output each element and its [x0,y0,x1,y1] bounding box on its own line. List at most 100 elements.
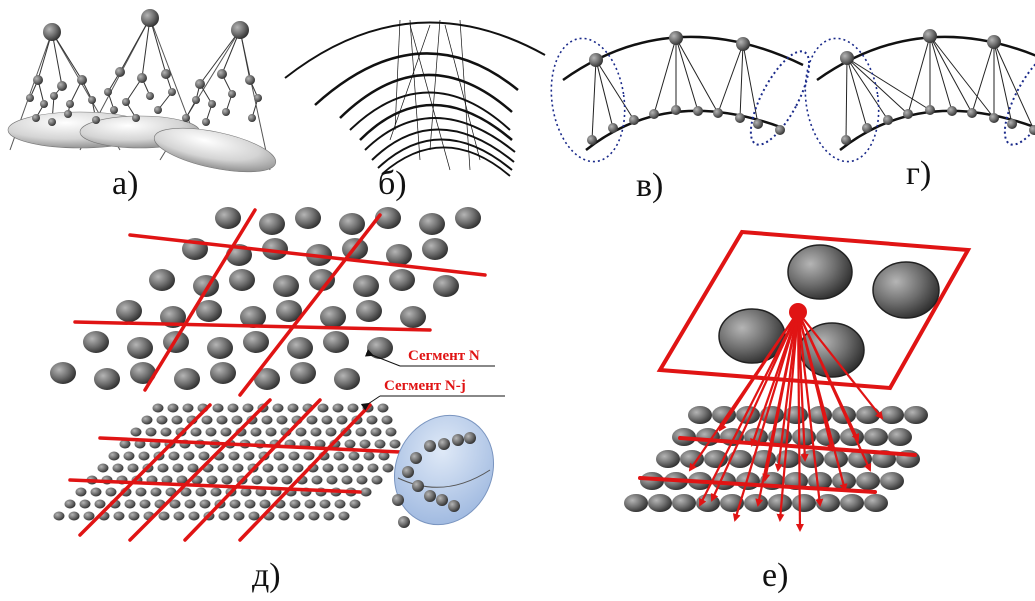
low-node [122,98,130,106]
projection-arrow [796,311,835,452]
lower-cell [348,451,360,461]
panel-d-grid-segments: Сегмент N Сегмент N-j д) [50,207,505,594]
lower-cell [190,427,202,437]
panel-b-arcs: б) [284,19,546,202]
lower-cell [182,403,194,413]
upper-cell [799,322,865,378]
bottom-node [925,105,935,115]
mid-node [57,81,67,91]
upper-cell [339,213,365,235]
lower-cell [184,499,196,509]
lower-cell [776,450,800,468]
lower-cell [363,451,375,461]
mid-node [115,67,125,77]
lower-cell [169,499,181,509]
lower-cell [856,406,880,424]
source-point [789,303,807,321]
low-node [192,96,200,104]
lower-cell [160,427,172,437]
layer-arc [377,138,513,171]
chain-node [392,494,404,506]
lower-cell [326,475,338,485]
lower-cell [344,439,356,449]
link-line [993,41,1035,131]
link-line [394,19,401,131]
top-node [669,31,683,45]
lower-cell [656,450,680,468]
upper-cell [287,337,313,359]
projection-arrow [797,311,884,420]
lower-cell [227,403,239,413]
lower-cell [167,403,179,413]
lower-cell [864,494,888,512]
upper-cell [356,300,382,322]
upper-cell [83,331,109,353]
bottom-node [608,123,618,133]
segment-boundary [238,403,372,542]
lower-cell [768,494,792,512]
segment-outline-left [804,37,880,163]
root-node [43,23,61,41]
bottom-node [713,108,723,118]
lower-cell [323,511,335,521]
lower-cell [317,403,329,413]
chain-node [398,516,410,528]
chain-node [412,480,424,492]
mid-node [77,75,87,85]
lower-cell [134,439,146,449]
lower-cell [244,499,256,509]
upper-cell [334,368,360,390]
low-node [88,96,96,104]
projection-arrow [762,311,800,482]
link-line [444,24,481,161]
projection-arrow [795,311,804,532]
bottom-node [629,115,639,125]
lower-cell [172,463,184,473]
lower-cell [306,415,318,425]
upper-cell [243,331,269,353]
link-line [429,19,441,151]
caption-v: в) [636,167,663,204]
segment-outline-right [1003,50,1035,146]
lower-cell [168,451,180,461]
lower-cell [217,463,229,473]
lower-cell [250,427,262,437]
upper-cell [273,275,299,297]
lower-cell [83,511,95,521]
lower-cell [218,511,230,521]
lower-cell [360,487,372,497]
bottom-node [989,113,999,123]
segment-boundary [143,208,257,392]
chain-node [424,440,436,452]
tree-edge [51,31,63,87]
lower-cell [171,415,183,425]
segment-boundary [68,478,362,494]
lower-cell [808,472,832,490]
upper-cell [196,300,222,322]
chain-node [452,434,464,446]
tree-edge [119,17,151,73]
top-node [923,29,937,43]
lower-cell [198,451,210,461]
segment-boundary [128,233,487,277]
lower-cell [281,475,293,485]
projection-arrow [796,311,809,462]
lower-cell [240,487,252,497]
segment-nj-label: Сегмент N-j [384,378,466,394]
projection-arrow [710,311,800,502]
upper-cell [116,300,142,322]
segment-n-label: Сегмент N [408,348,480,364]
lower-cell [696,494,720,512]
low-node [26,94,34,102]
lower-cell [292,463,304,473]
lower-cell [359,439,371,449]
upper-cell [215,207,241,229]
lower-cell [303,451,315,461]
link-line [993,41,1013,125]
link-line [907,35,931,115]
link-line [409,19,421,161]
lower-cell [105,487,117,497]
lower-cell [744,494,768,512]
upper-cell [240,306,266,328]
lower-cell [293,511,305,521]
